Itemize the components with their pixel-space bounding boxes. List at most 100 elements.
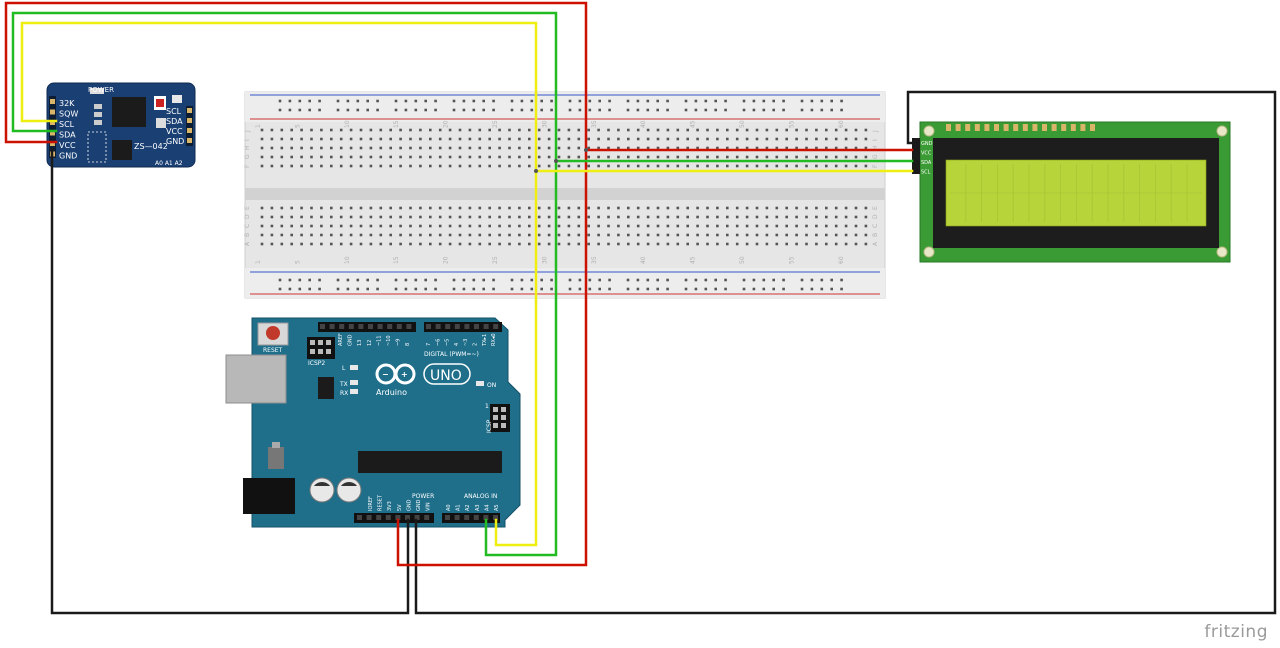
- breadboard-column-number: 50: [739, 120, 746, 128]
- top-pin-label: 4: [454, 343, 460, 346]
- usb-port: [225, 354, 287, 404]
- breadboard-column-number: 30: [541, 256, 548, 264]
- analog-pin-label: A2: [465, 504, 471, 511]
- digital-label: DIGITAL (PWM=~): [424, 351, 479, 358]
- breadboard-row-letter: G: [872, 154, 879, 159]
- breadboard-row-letter: C: [872, 224, 879, 228]
- breadboard-row-letter: I: [872, 139, 879, 141]
- wire-gnd-lcd: [414, 90, 1277, 615]
- top-pin-label: ~5: [445, 339, 451, 346]
- tx-led-label: TX: [339, 381, 348, 388]
- rtc-pin-label: GND: [166, 137, 184, 146]
- power-section-label: POWER: [412, 493, 434, 500]
- digital-header-left: [318, 322, 416, 332]
- on-led-label: ON: [487, 382, 496, 389]
- breadboard-column-number: 5: [294, 260, 301, 264]
- top-pin-label: TX▸1: [482, 334, 488, 347]
- analog-pin-label: A3: [475, 504, 481, 511]
- rtc-pin-label: 32K: [59, 99, 75, 108]
- icsp2-label: ICSP2: [308, 360, 325, 367]
- breadboard-column-number: 35: [591, 256, 598, 264]
- breadboard-row-letter: C: [244, 224, 251, 228]
- top-pin-label: ~10: [386, 335, 392, 346]
- breadboard-row-letter: B: [244, 233, 251, 237]
- rtc-model-label: ZS—042: [134, 142, 168, 151]
- voltage-regulator: [268, 447, 284, 469]
- analog-pin-label: A0: [446, 504, 452, 511]
- wire-vcc-rtc: [4, 1, 588, 152]
- breadboard-column-number: 1: [255, 260, 262, 264]
- top-pin-label: 8: [405, 343, 411, 346]
- power-pin-label: RESET: [378, 494, 384, 511]
- arduino-logo: − + UNO Arduino: [375, 363, 471, 397]
- lcd-pin-label: VCC: [921, 151, 932, 157]
- wire-scl-arduino: [494, 169, 538, 547]
- breadboard-column-number: 10: [344, 256, 351, 264]
- breadboard-row-letter: D: [872, 214, 879, 219]
- rtc-module: POWER ZS—042 A0 A1 A2 32KSQWSCLSDAVCCGND…: [46, 82, 196, 168]
- wire-gnd-rtc: [50, 148, 410, 615]
- breadboard-column-number: 20: [443, 120, 450, 128]
- power-pin-label: 3V3: [387, 501, 393, 511]
- power-pin-label: 5V: [397, 504, 403, 511]
- breadboard-column-number: 40: [640, 256, 647, 264]
- eeprom-chip: [112, 140, 132, 160]
- breadboard-column-number: 20: [443, 256, 450, 264]
- breadboard-row-letter: A: [872, 241, 879, 246]
- power-led: [90, 88, 104, 94]
- power-pin-label: GND: [406, 499, 412, 511]
- rtc-pin-label: SDA: [166, 117, 183, 126]
- rx-led-label: RX: [340, 390, 348, 397]
- breadboard-column-number: 5: [294, 124, 301, 128]
- power-jack: [243, 478, 295, 514]
- analog-pin-label: A4: [484, 504, 490, 511]
- usb-chip: [318, 377, 334, 399]
- icsp-pin-number: 1: [485, 403, 489, 410]
- capacitor-2: [336, 477, 362, 503]
- lcd-pin-label: SDA: [921, 160, 932, 166]
- top-pin-label: RX◂0: [491, 333, 497, 346]
- breadboard-column-number: 10: [344, 120, 351, 128]
- breadboard-row-letter: F: [872, 164, 879, 168]
- rtc-pin-label: SCL: [166, 107, 182, 116]
- breadboard-row-letter: A: [244, 241, 251, 246]
- breadboard-column-number: 35: [591, 120, 598, 128]
- wires: [4, 1, 1277, 615]
- breadboard-column-number: 25: [492, 256, 499, 264]
- wire-sda-arduino: [484, 159, 558, 557]
- breadboard-column-number: 25: [492, 120, 499, 128]
- top-pin-label: AREF: [338, 333, 344, 346]
- reset-label: RESET: [263, 347, 283, 354]
- top-pin-label: 13: [357, 340, 363, 346]
- breadboard-row-letter: E: [244, 206, 251, 210]
- lcd-pin-label: GND: [921, 141, 933, 147]
- breadboard-row-letter: B: [872, 233, 879, 237]
- breadboard-row-letter: H: [872, 145, 879, 150]
- top-pin-label: 2: [473, 343, 479, 346]
- uno-label: UNO: [430, 368, 462, 384]
- svg-text:+: +: [401, 370, 408, 379]
- breadboard-column-number: 15: [393, 256, 400, 264]
- breadboard-row-letter: E: [872, 206, 879, 210]
- top-pin-label: ~6: [435, 339, 441, 346]
- arduino-brand-label: Arduino: [376, 388, 407, 397]
- breadboard-column-number: 1: [255, 124, 262, 128]
- rtc-pin-label: VCC: [59, 141, 76, 150]
- breadboard-row-letter: H: [244, 145, 251, 150]
- rtc-address-labels: A0 A1 A2: [155, 160, 183, 167]
- svg-text:−: −: [382, 370, 389, 379]
- analog-header: [442, 513, 500, 523]
- breadboard-column-number: 15: [393, 120, 400, 128]
- power-pin-label: VIN: [426, 502, 432, 511]
- power-header: [354, 513, 434, 523]
- rtc-chip: [112, 97, 146, 127]
- analog-pin-label: A1: [456, 504, 462, 511]
